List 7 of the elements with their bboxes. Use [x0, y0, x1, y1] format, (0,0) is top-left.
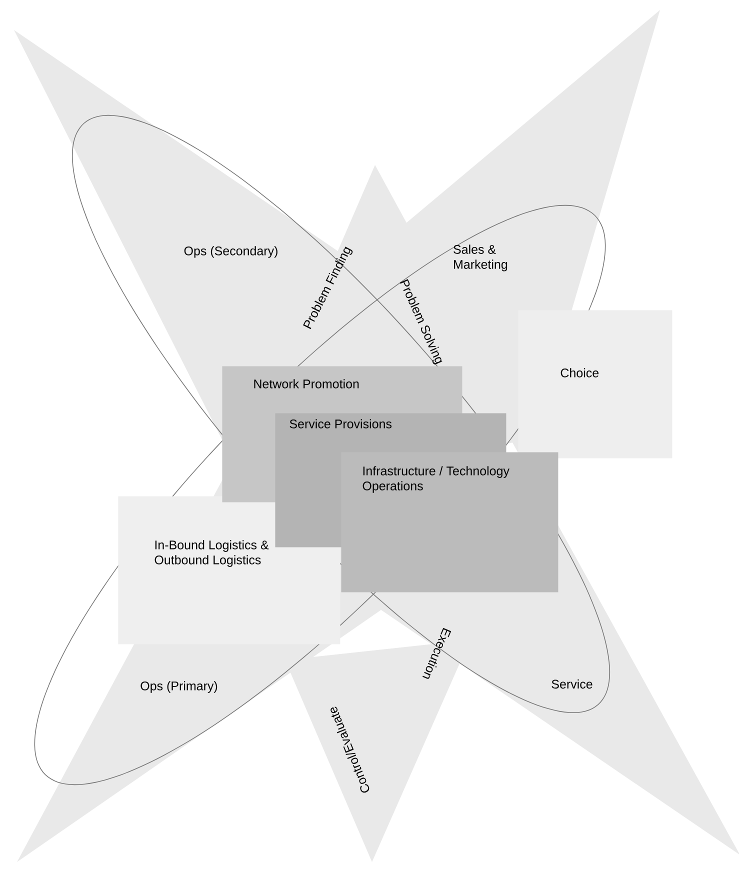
- region-label: Ops (Secondary): [184, 246, 278, 258]
- text-box: Infrastructure / Technology Operations: [341, 452, 558, 592]
- node-label: Choice: [560, 368, 599, 378]
- region-label: Ops (Primary): [140, 681, 218, 693]
- text-box: Choice: [518, 310, 672, 458]
- region-label: Service: [552, 679, 592, 689]
- region-label: Sales & Marketing: [454, 244, 508, 272]
